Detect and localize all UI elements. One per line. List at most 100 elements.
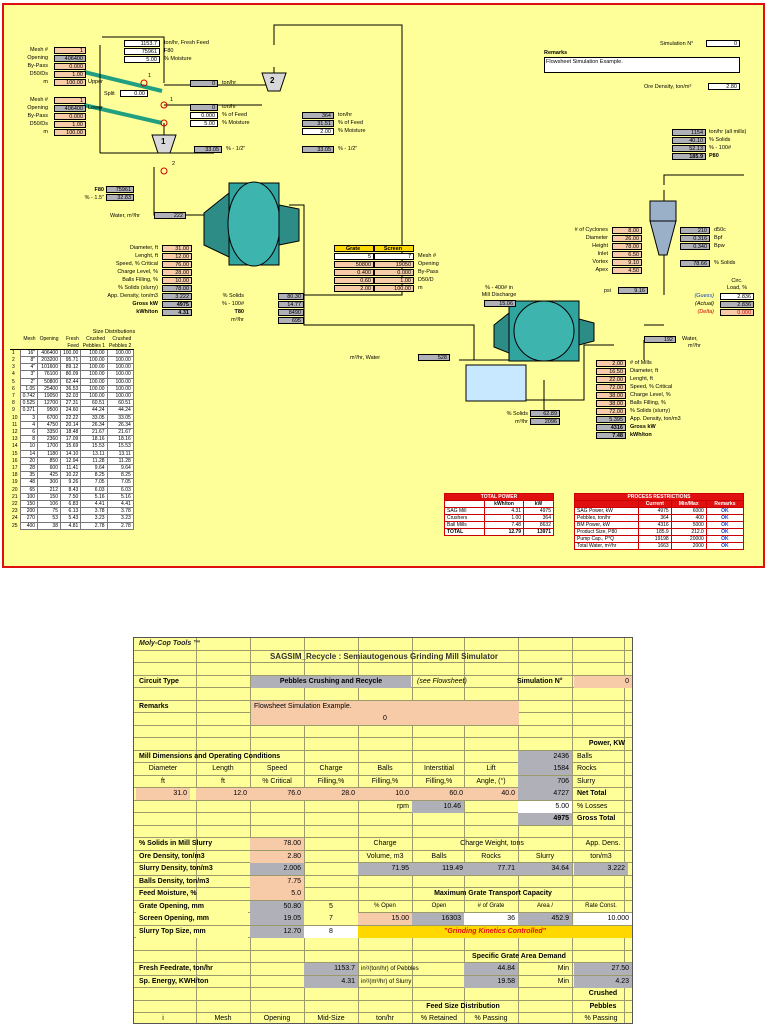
restriction-cell[interactable]: 20000 xyxy=(670,535,707,543)
psd-cell[interactable]: 28 xyxy=(19,464,39,473)
psd-cell[interactable]: 27.31 xyxy=(59,399,82,408)
psd-cell[interactable]: 100.00 xyxy=(59,348,82,358)
psd-cell[interactable]: 62.44 xyxy=(59,377,82,386)
psd-cell[interactable]: 9.26 xyxy=(59,478,82,487)
psd-cell[interactable]: 3 xyxy=(19,413,39,422)
restriction-cell[interactable]: 212.0 xyxy=(670,528,707,536)
psd-cell[interactable]: 200 xyxy=(19,507,39,516)
psd-cell[interactable]: 7.50 xyxy=(59,492,82,502)
psd-cell[interactable]: 65 xyxy=(19,485,39,494)
sag-param-value[interactable]: 28.00 xyxy=(162,269,192,276)
psd-cell[interactable]: 0.371 xyxy=(19,406,39,415)
prop-value[interactable]: 5.0 xyxy=(250,888,304,900)
psd-cell[interactable]: 89.12 xyxy=(59,363,82,372)
dims-value-input[interactable]: 10.0 xyxy=(358,788,412,800)
psd-cell[interactable]: 18.48 xyxy=(59,428,82,437)
sag-param-value[interactable]: 10.00 xyxy=(162,277,192,284)
psd-cell[interactable]: 35 xyxy=(19,471,39,480)
dims-value-input[interactable]: 12.0 xyxy=(196,788,250,800)
lower-mesh-input[interactable]: 1 xyxy=(54,97,86,104)
psd-cell[interactable]: 24.60 xyxy=(59,406,82,415)
dims-value-input[interactable]: 60.0 xyxy=(412,788,466,800)
restriction-cell[interactable]: 400 xyxy=(670,514,707,522)
ball-mill-value[interactable]: 38.00 xyxy=(596,392,626,399)
stream2-moisture[interactable]: 5.00 xyxy=(190,120,218,127)
psd-cell[interactable]: 6.83 xyxy=(59,500,82,509)
cyclone-param-value[interactable]: 4.50 xyxy=(612,267,642,274)
lower-bypass-input[interactable]: 0.000 xyxy=(54,113,86,120)
dims-value-input[interactable]: 28.0 xyxy=(304,788,358,800)
stream3-moisture[interactable]: 2.00 xyxy=(302,128,334,135)
ore-density-value[interactable]: 2.80 xyxy=(708,83,740,90)
psd-cell[interactable]: 400 xyxy=(19,521,39,530)
sheet-sim-value[interactable]: 0 xyxy=(574,675,632,688)
psd-cell[interactable]: 16" xyxy=(19,348,39,358)
psd-cell[interactable]: 12.94 xyxy=(59,456,82,466)
cyclone-param-value[interactable]: 26.00 xyxy=(612,235,642,242)
psd-cell[interactable]: 6 xyxy=(19,428,39,437)
psd-cell[interactable]: 270 xyxy=(19,514,39,523)
grate-value[interactable]: 5 xyxy=(334,253,374,260)
ball-mill-value[interactable]: 16.50 xyxy=(596,368,626,375)
psd-cell[interactable]: 20 xyxy=(19,456,39,466)
dims-value-input[interactable]: 31.0 xyxy=(136,788,190,800)
dims-value-input[interactable]: 40.0 xyxy=(464,788,518,800)
psd-cell[interactable]: 14 xyxy=(19,449,39,458)
stream2-feed[interactable]: 0.000 xyxy=(190,112,218,119)
upper-mesh-input[interactable]: 1 xyxy=(54,47,86,54)
upper-d50-input[interactable]: 1.00 xyxy=(54,71,86,78)
cyclone-param-value[interactable]: 78.00 xyxy=(612,243,642,250)
prop-value[interactable]: 7.75 xyxy=(250,875,304,888)
psd-cell[interactable]: 2" xyxy=(19,377,39,386)
psd-cell[interactable]: 5.43 xyxy=(59,514,82,523)
psd-cell[interactable]: 1.05 xyxy=(19,384,39,394)
split-input[interactable]: 0.00 xyxy=(120,90,148,97)
restriction-cell[interactable]: 2000 xyxy=(670,542,707,550)
prop-value[interactable]: 78.00 xyxy=(250,838,304,850)
screen-value[interactable]: 19050 xyxy=(374,261,414,268)
psd-cell[interactable]: 8.43 xyxy=(59,485,82,494)
cyclone-param-value[interactable]: 8.00 xyxy=(612,227,642,234)
sag-param-value[interactable]: 76.00 xyxy=(162,261,192,268)
grate-row-mesh[interactable]: 8 xyxy=(304,925,358,938)
remarks-input[interactable]: Flowsheet Simulation Example. xyxy=(544,57,740,73)
ball-mill-value[interactable]: 72.00 xyxy=(596,384,626,391)
restriction-cell[interactable]: 5000 xyxy=(670,521,707,529)
screen-value[interactable]: 100.00 xyxy=(374,285,414,292)
prop-value[interactable]: 2.80 xyxy=(250,850,304,863)
sag-param-value[interactable]: 12.00 xyxy=(162,253,192,260)
grate-value[interactable]: 50800 xyxy=(334,261,374,268)
restriction-cell[interactable]: 6000 xyxy=(670,507,707,515)
dims-value-input[interactable]: 76.0 xyxy=(250,788,304,800)
psd-cell[interactable]: 8 xyxy=(19,435,39,444)
grate-rate-const[interactable]: 10.000 xyxy=(574,913,632,925)
psd-cell[interactable]: 4.81 xyxy=(59,521,82,530)
sim-value[interactable]: 0 xyxy=(706,40,740,47)
psd-cell[interactable]: 10 xyxy=(19,442,39,451)
screen-value[interactable]: 1.00 xyxy=(374,277,414,284)
lower-d50-input[interactable]: 1.00 xyxy=(54,121,86,128)
cyclone-param-value[interactable]: 9.10 xyxy=(612,259,642,266)
psd-cell[interactable]: 4" xyxy=(19,363,39,372)
grate-elements[interactable]: 36 xyxy=(464,913,518,925)
sheet-remarks-value2[interactable]: 0 xyxy=(251,713,519,725)
see-flowsheet-link[interactable]: (see Flowsheet) xyxy=(417,677,467,685)
grate-value[interactable]: 0.60 xyxy=(334,277,374,284)
psd-cell[interactable]: 15.69 xyxy=(59,442,82,451)
upper-bypass-input[interactable]: 0.000 xyxy=(54,63,86,70)
psd-cell[interactable]: 11.41 xyxy=(59,464,82,473)
psd-cell[interactable]: 20.14 xyxy=(59,420,82,430)
psd-cell[interactable]: 150 xyxy=(19,500,39,509)
psd-cell[interactable]: 4 xyxy=(19,420,39,430)
power-losses-value[interactable]: 5.00 xyxy=(518,800,572,813)
psd-cell[interactable]: 6.13 xyxy=(59,507,82,516)
lower-m-input[interactable]: 100.00 xyxy=(54,129,86,136)
circ-load-value[interactable]: 2.836 xyxy=(720,293,754,300)
screen-value[interactable]: 7 xyxy=(374,253,414,260)
psd-cell[interactable]: 95.71 xyxy=(59,355,82,365)
psd-cell[interactable]: 8" xyxy=(19,355,39,365)
ball-mill-value[interactable]: 2.00 xyxy=(596,360,626,367)
ball-mill-value[interactable]: 38.00 xyxy=(596,400,626,407)
ball-mill-value[interactable]: 22.00 xyxy=(596,376,626,383)
cyclone-param-value[interactable]: 6.50 xyxy=(612,251,642,258)
